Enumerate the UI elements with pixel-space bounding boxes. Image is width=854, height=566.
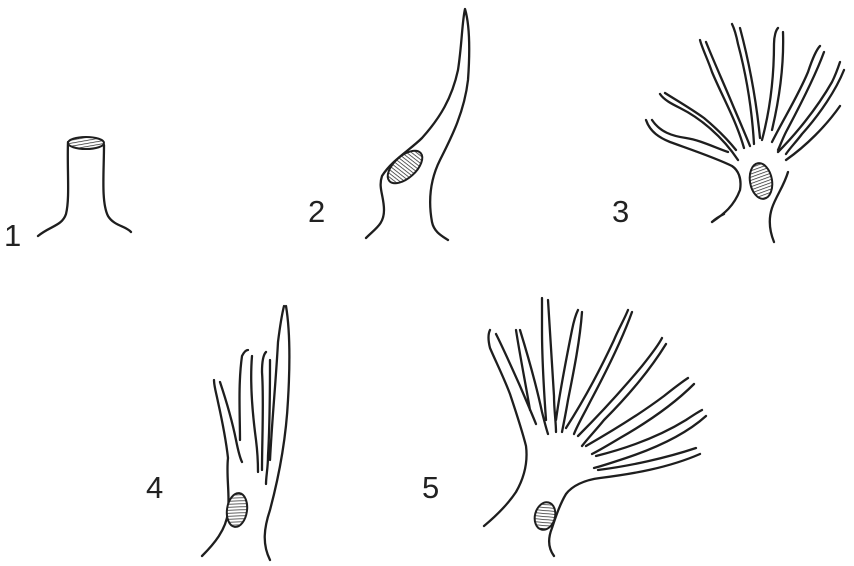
stage-2-label: 2 xyxy=(308,194,325,229)
stage-5-label: 5 xyxy=(422,470,439,505)
stage-1-drawing xyxy=(38,137,131,236)
stage-5-drawing xyxy=(484,298,706,556)
stage-1-opening-icon xyxy=(68,137,104,149)
stage-1-label: 1 xyxy=(4,218,21,253)
stage-3-branches xyxy=(646,24,844,242)
stage-2-body xyxy=(366,9,469,240)
stage-1-stalk xyxy=(38,142,131,236)
stage-2-drawing xyxy=(366,9,469,240)
stage-4-drawing xyxy=(202,306,289,560)
stage-5-branches xyxy=(484,298,706,556)
stage-4-label: 4 xyxy=(146,470,163,505)
stage-3-drawing xyxy=(646,24,844,242)
stage-4-branches xyxy=(202,306,289,560)
stage-3-nucleus-icon xyxy=(747,161,775,200)
stage-3-label: 3 xyxy=(612,194,629,229)
stage-5-nucleus-icon xyxy=(532,500,559,532)
